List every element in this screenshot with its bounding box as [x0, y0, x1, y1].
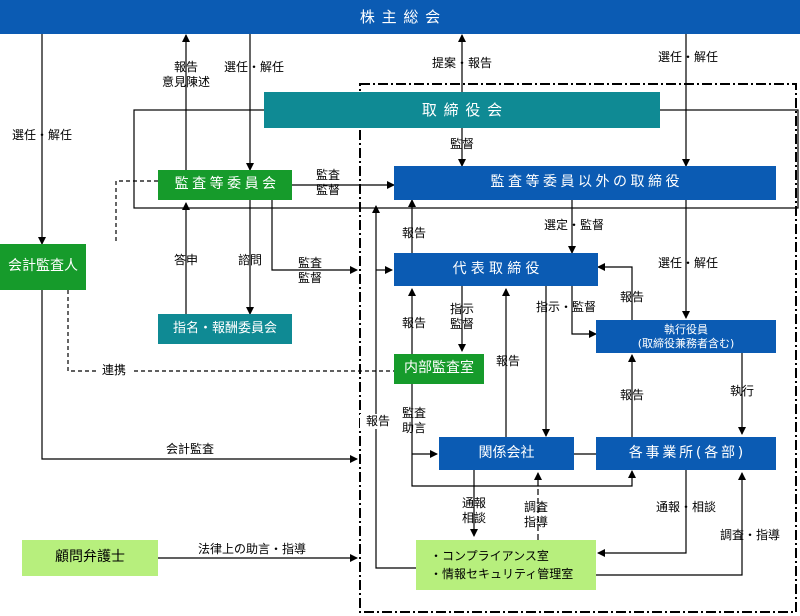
- label-audit-advice: 監査 助言: [396, 406, 432, 436]
- label-instruction-audit: 指示 監督: [444, 302, 480, 332]
- label-whistle-consult-affiliates: 通報 相談: [456, 496, 492, 526]
- label-audit: 監査: [401, 406, 426, 420]
- board-of-directors: 取締役会: [264, 92, 660, 128]
- label-execution: 執行: [729, 384, 754, 398]
- label-consultation: 諮問: [237, 253, 262, 267]
- executive-officers-title: 執行役員: [664, 322, 708, 336]
- label-report-affiliates: 報告: [495, 354, 520, 368]
- label-investigate-guide-affiliates: 調査 指導: [518, 500, 554, 530]
- label-report-offices: 報告: [619, 388, 644, 402]
- label-elect-dismiss-auditor: 選任・解任: [11, 128, 72, 142]
- label-proposal-report: 提案・報告: [431, 56, 492, 70]
- shareholders-meeting: 株主総会: [0, 0, 800, 34]
- label-guide: 指導: [523, 515, 548, 529]
- label-elect-dismiss-exec: 選任・解任: [657, 256, 718, 270]
- label-board-supervision: 監督: [449, 137, 474, 151]
- label-accounting-audit: 会計監査: [165, 442, 214, 456]
- non-audit-directors: 監査等委員以外の取締役: [394, 166, 776, 200]
- label-cooperation: 連携: [96, 363, 132, 378]
- label-elect-dismiss-directors: 選任・解任: [657, 50, 718, 64]
- label-report-opinion: 報告 意見陳述: [160, 60, 212, 90]
- label-select-supervise: 選定・監督: [543, 218, 604, 232]
- label-consult: 相談: [461, 511, 486, 525]
- label-advice: 助言: [401, 421, 426, 435]
- legal-advisor: 顧問弁護士: [22, 540, 158, 576]
- label-report-exec: 報告: [619, 290, 644, 304]
- executive-officers: 執行役員 (取締役兼務者含む): [596, 320, 776, 353]
- label-supervise: 監督: [297, 271, 322, 285]
- affiliates: 関係会社: [439, 437, 574, 470]
- label-report-to-directors: 報告: [401, 226, 426, 240]
- label-supervise: 監督: [315, 183, 340, 197]
- label-supervise: 監督: [449, 317, 474, 331]
- audit-committee: 監査等委員会: [158, 170, 292, 200]
- compliance-office-item: ・コンプライアンス室: [430, 549, 549, 563]
- label-report: 報告: [173, 60, 198, 74]
- label-response: 答申: [173, 253, 198, 267]
- label-audit-supervise-1: 監査 監督: [310, 168, 346, 198]
- label-audit: 監査: [297, 256, 322, 270]
- label-report-left: 報告: [360, 414, 396, 429]
- compliance-office: ・コンプライアンス室 ・情報セキュリティ管理室: [416, 540, 596, 590]
- label-investigate: 調査: [523, 500, 548, 514]
- label-elect-dismiss-audit: 選任・解任: [223, 60, 284, 74]
- label-investigate-guide-offices: 調査・指導: [719, 528, 780, 542]
- label-audit: 監査: [315, 168, 340, 182]
- internal-audit-office: 内部監査室: [394, 354, 484, 384]
- nomination-compensation-committee: 指名・報酬委員会: [158, 314, 292, 344]
- accounting-auditor: 会計監査人: [0, 244, 86, 290]
- label-instruct-supervise: 指示・監督: [535, 300, 596, 314]
- label-instruction: 指示: [449, 302, 474, 316]
- executive-officers-note: (取締役兼務者含む): [637, 336, 735, 350]
- label-audit-supervise-2: 監査 監督: [292, 256, 328, 286]
- business-offices: 各事業所(各部): [596, 437, 776, 470]
- label-whistle: 通報: [461, 496, 486, 510]
- label-legal-advice: 法律上の助言・指導: [197, 542, 306, 556]
- label-opinion: 意見陳述: [161, 75, 210, 89]
- label-report-internal: 報告: [401, 316, 426, 330]
- info-security-office-item: ・情報セキュリティ管理室: [430, 567, 574, 581]
- representative-director: 代表取締役: [394, 253, 598, 286]
- label-whistle-consult-offices: 通報・相談: [655, 500, 716, 514]
